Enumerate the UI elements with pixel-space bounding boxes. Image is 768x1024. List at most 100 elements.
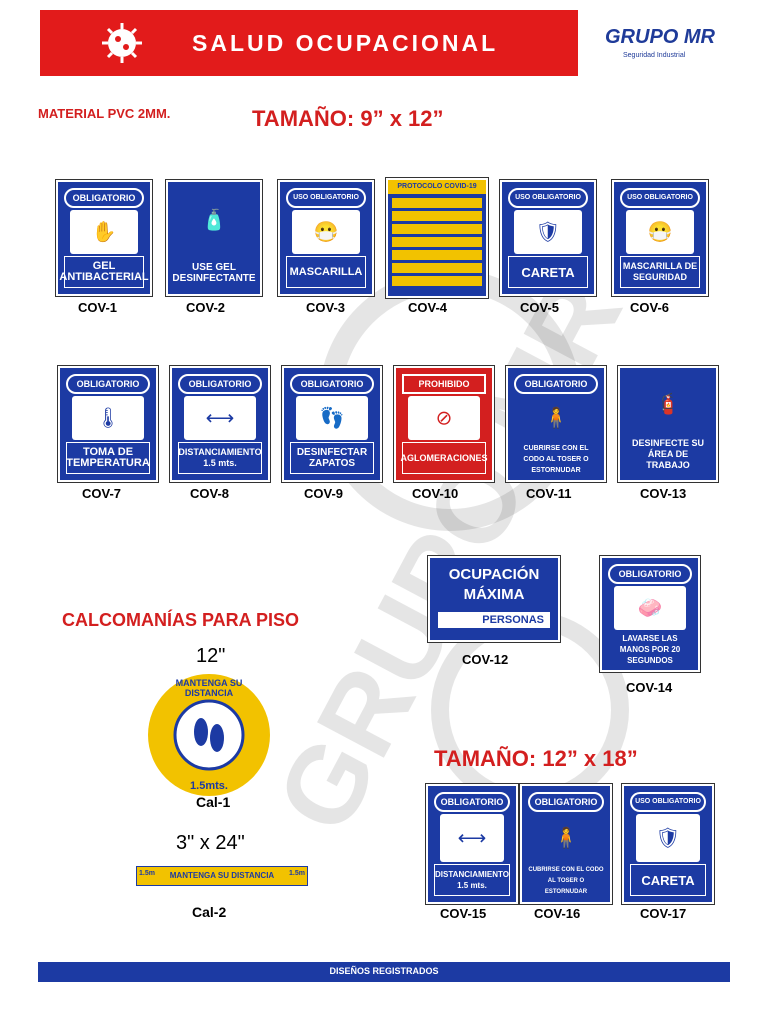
thermometer-icon: 🌡 bbox=[72, 396, 144, 440]
sign-footer: CUBRIRSE CON EL CODO AL TOSER O ESTORNUD… bbox=[523, 444, 589, 474]
occupancy-line-3: PERSONAS bbox=[438, 612, 550, 628]
sign-cov-5: USO OBLIGATORIO 🛡 CARETA bbox=[500, 180, 596, 296]
code-cov-1: COV-1 bbox=[78, 300, 118, 315]
sign-footer: DISTANCIAMIENTO 1.5 mts. bbox=[434, 864, 510, 896]
code-cov-10: COV-10 bbox=[412, 486, 459, 501]
sign-footer: DISTANCIAMIENTO 1.5 mts. bbox=[178, 442, 262, 474]
code-cov-13: COV-13 bbox=[640, 486, 687, 501]
sign-cov-2: 🧴 USE GEL DESINFECTANTE bbox=[166, 180, 262, 296]
code-cov-15: COV-15 bbox=[440, 906, 487, 921]
sign-header: OBLIGATORIO bbox=[528, 792, 604, 812]
code-cov-6: COV-6 bbox=[630, 300, 670, 315]
code-cov-11: COV-11 bbox=[526, 486, 572, 501]
face-mask-icon: 😷 bbox=[626, 210, 694, 254]
logo-text: GRUPO MR bbox=[605, 26, 715, 48]
sign-cov-7: OBLIGATORIO 🌡 TOMA DE TEMPERATURA bbox=[58, 366, 158, 482]
sign-footer: CARETA bbox=[508, 256, 588, 288]
footer-text: DISEÑOS REGISTRADOS bbox=[329, 966, 439, 976]
sign-footer: LAVARSE LAS MANOS POR 20 SEGUNDOS bbox=[619, 633, 681, 665]
strip-end-left: 1.5m bbox=[139, 870, 155, 877]
logo: GRUPO MR Seguridad Industrial bbox=[605, 26, 735, 70]
strip-text: MANTENGA SU DISTANCIA bbox=[169, 871, 275, 880]
crowd-icon: ⊘ bbox=[408, 396, 480, 440]
distance-icon: ⟷ bbox=[184, 396, 256, 440]
hands-gel-icon: ✋ bbox=[70, 210, 138, 254]
decal-size-1: 12" bbox=[196, 645, 226, 667]
sign-cov-6: USO OBLIGATORIO 😷 MASCARILLA DE SEGURIDA… bbox=[612, 180, 708, 296]
sign-cov-8: OBLIGATORIO ⟷ DISTANCIAMIENTO 1.5 mts. bbox=[170, 366, 270, 482]
sign-cov-11: OBLIGATORIO 🧍 CUBRIRSE CON EL CODO AL TO… bbox=[506, 366, 606, 482]
sign-footer: DESINFECTAR ZAPATOS bbox=[290, 442, 374, 474]
cough-icon: 🧍 bbox=[520, 396, 592, 440]
sign-cov-15: OBLIGATORIO ⟷ DISTANCIAMIENTO 1.5 mts. bbox=[426, 784, 518, 904]
sign-footer: AGLOMERACIONES bbox=[401, 442, 488, 474]
sign-footer: USE GEL DESINFECTANTE bbox=[172, 262, 256, 284]
decal-circle-text: MANTENGA SU DISTANCIA bbox=[175, 678, 243, 698]
sign-header: USO OBLIGATORIO bbox=[620, 188, 700, 208]
header-banner bbox=[70, 10, 578, 76]
code-cov-17: COV-17 bbox=[640, 906, 687, 921]
signs-row-1: OBLIGATORIO ✋ GEL ANTIBACTERIAL 🧴 USE GE… bbox=[52, 178, 712, 318]
virus-icon bbox=[92, 18, 152, 68]
code-cov-16: COV-16 bbox=[534, 906, 581, 921]
material-label: MATERIAL PVC 2MM. bbox=[38, 106, 171, 121]
code-cov-4: COV-4 bbox=[408, 300, 448, 315]
handwash-icon: 🧼 bbox=[614, 586, 686, 630]
logo-subtitle: Seguridad Industrial bbox=[623, 52, 686, 59]
face-shield-icon: 🛡 bbox=[636, 814, 700, 862]
sign-header: OBLIGATORIO bbox=[608, 564, 692, 584]
face-mask-icon: 😷 bbox=[292, 210, 360, 254]
watermark-logo: GRUPO MR bbox=[100, 240, 720, 880]
decal-circle-sub: 1.5mts. bbox=[190, 780, 228, 792]
sign-header: USO OBLIGATORIO bbox=[630, 792, 706, 812]
sign-cov-16: OBLIGATORIO 🧍 CUBRIRSE CON EL CODO AL TO… bbox=[520, 784, 612, 904]
cough-icon: 🧍 bbox=[534, 814, 598, 862]
sign-header: USO OBLIGATORIO bbox=[508, 188, 588, 208]
sign-footer: TOMA DE TEMPERATURA bbox=[66, 442, 150, 474]
decal-code-2: Cal-2 bbox=[192, 904, 227, 920]
occupancy-line-2: MÁXIMA bbox=[463, 586, 525, 603]
sign-footer: MASCARILLA bbox=[286, 256, 366, 288]
floor-decal-strip: 1.5m MANTENGA SU DISTANCIA 1.5m bbox=[136, 866, 308, 886]
decal-size-2: 3" x 24" bbox=[176, 832, 245, 854]
code-cov-14: COV-14 bbox=[626, 680, 673, 695]
size-large-label: TAMAÑO: 12” x 18” bbox=[434, 746, 638, 771]
code-cov-9: COV-9 bbox=[304, 486, 344, 501]
sign-header: USO OBLIGATORIO bbox=[286, 188, 366, 208]
code-cov-7: COV-7 bbox=[82, 486, 122, 501]
sign-header: OBLIGATORIO bbox=[290, 374, 374, 394]
code-cov-3: COV-3 bbox=[306, 300, 346, 315]
sign-footer: CARETA bbox=[630, 864, 706, 896]
sign-cov-14: OBLIGATORIO 🧼 LAVARSE LAS MANOS POR 20 S… bbox=[600, 556, 700, 672]
face-shield-icon: 🛡 bbox=[514, 210, 582, 254]
header-left-cap bbox=[40, 10, 80, 76]
sign-footer: DESINFECTE SU ÁREA DE TRABAJO bbox=[631, 437, 704, 470]
sign-cov-9: OBLIGATORIO 👣 DESINFECTAR ZAPATOS bbox=[282, 366, 382, 482]
footer-bar bbox=[38, 962, 730, 982]
size-small-label: TAMAÑO: 9” x 12” bbox=[252, 106, 444, 131]
sign-footer: GEL ANTIBACTERIAL bbox=[59, 256, 149, 288]
floor-decal-circle: MANTENGA SU DISTANCIA 1.5mts. bbox=[146, 672, 272, 798]
decal-code-1: Cal-1 bbox=[196, 794, 231, 810]
code-cov-5: COV-5 bbox=[520, 300, 560, 315]
sign-cov-17: USO OBLIGATORIO 🛡 CARETA bbox=[622, 784, 714, 904]
sign-cov-3: USO OBLIGATORIO 😷 MASCARILLA bbox=[278, 180, 374, 296]
spray-icon: 🧯 bbox=[632, 376, 704, 432]
sign-cov-10: PROHIBIDO ⊘ AGLOMERACIONES bbox=[394, 366, 494, 482]
distance-icon: ⟷ bbox=[440, 814, 504, 862]
decals-title: CALCOMANÍAS PARA PISO bbox=[62, 610, 300, 630]
occupancy-line-1: OCUPACIÓN bbox=[448, 566, 540, 583]
sign-cov-1: OBLIGATORIO ✋ GEL ANTIBACTERIAL bbox=[56, 180, 152, 296]
code-cov-8: COV-8 bbox=[190, 486, 230, 501]
sign-header: OBLIGATORIO bbox=[434, 792, 510, 812]
sign-cov-13: 🧯 DESINFECTE SU ÁREA DE TRABAJO bbox=[618, 366, 718, 482]
sign-footer: CUBRIRSE CON EL CODO AL TOSER O ESTORNUD… bbox=[528, 866, 604, 895]
code-cov-2: COV-2 bbox=[186, 300, 226, 315]
sign-header: PROTOCOLO COVID-19 bbox=[388, 180, 486, 194]
sign-header: OBLIGATORIO bbox=[178, 374, 262, 394]
shoes-icon: 👣 bbox=[296, 396, 368, 440]
sign-header: PROHIBIDO bbox=[402, 374, 486, 394]
sign-header: OBLIGATORIO bbox=[64, 188, 144, 208]
protocol-list-icon bbox=[392, 198, 482, 292]
strip-end-right: 1.5m bbox=[289, 870, 305, 877]
